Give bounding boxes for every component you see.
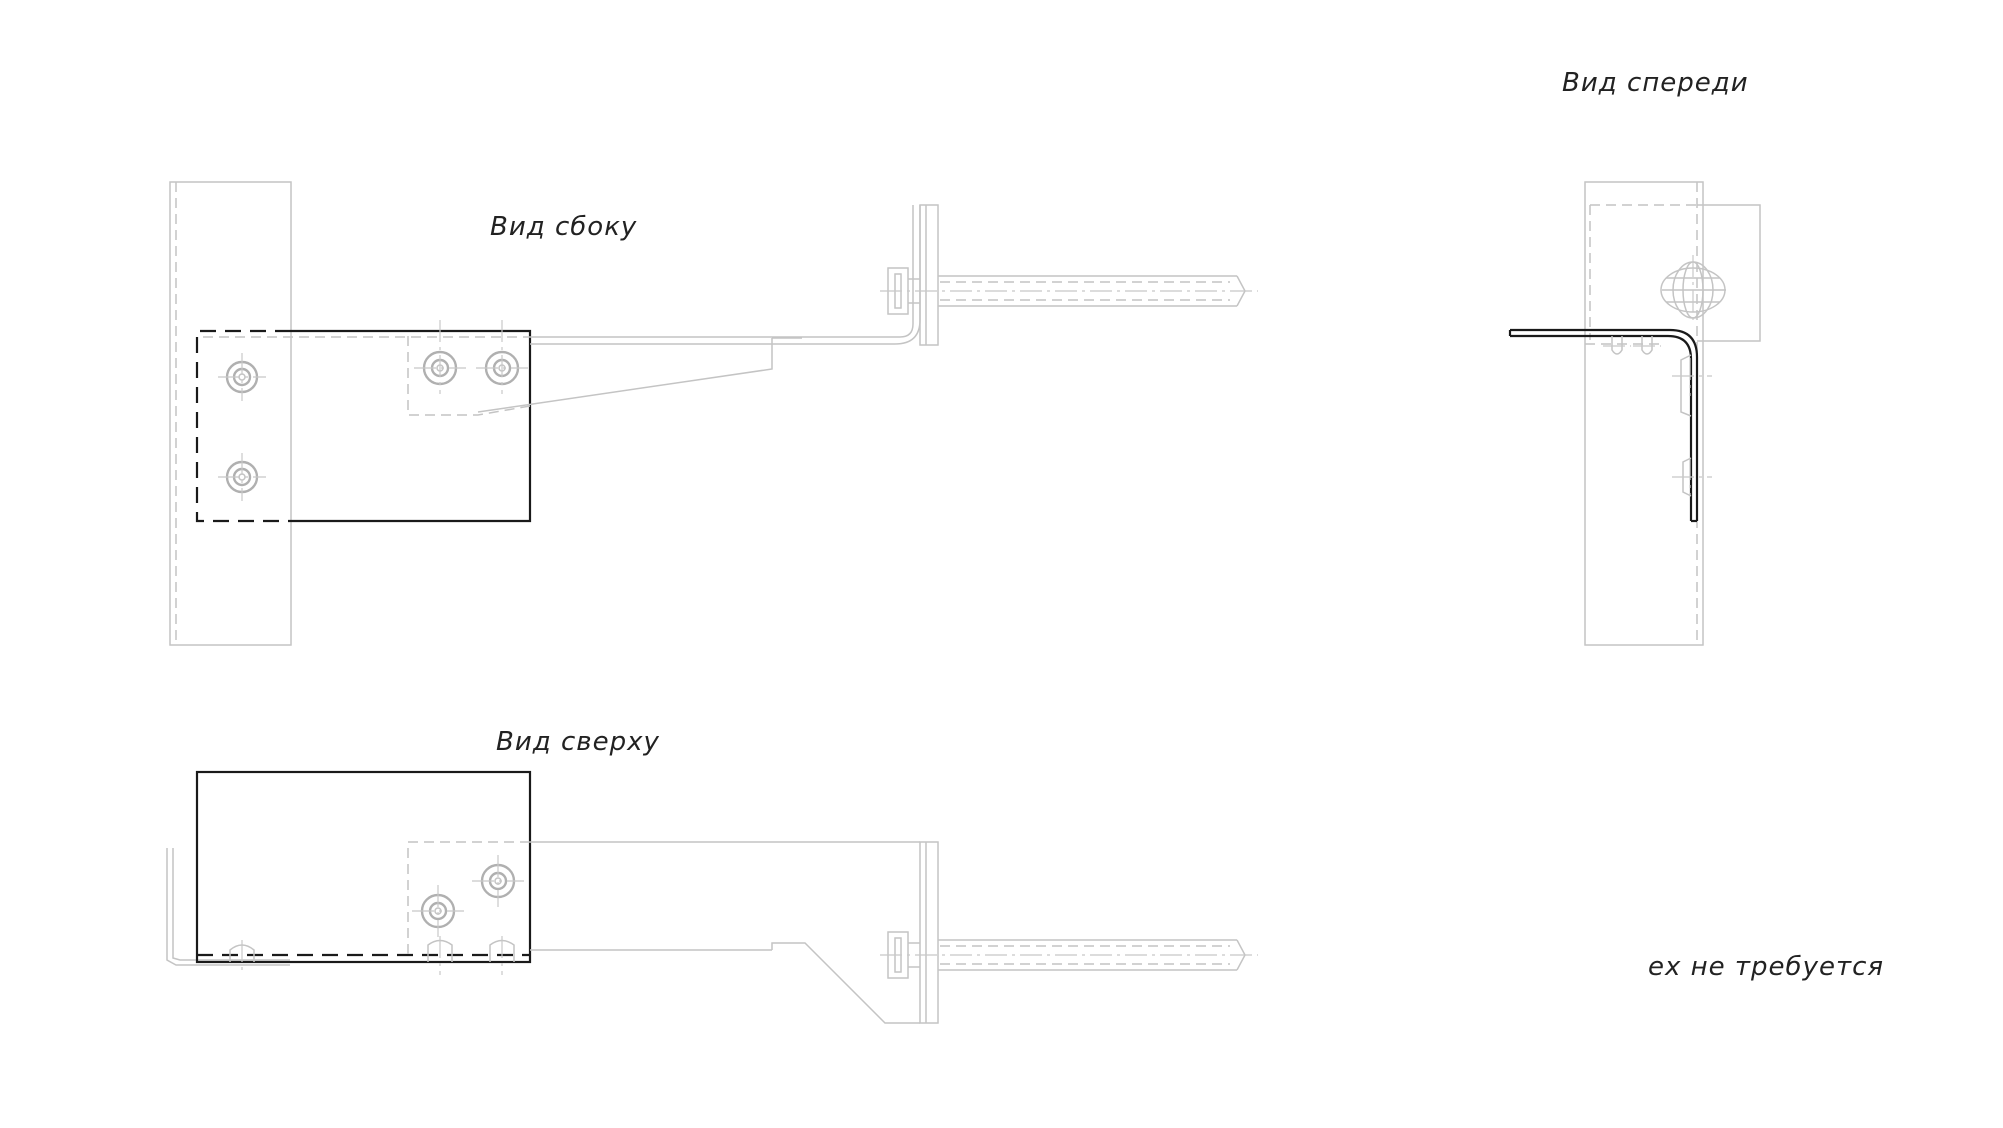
top-view-bolt-hole [412,885,464,937]
side-view-bracket-arm [477,204,939,413]
front-view-slot [1672,457,1712,497]
front-view [1508,181,1761,646]
front-view-title: Вид спереди [1562,68,1749,98]
side-view-bolt-hole [218,453,266,501]
top-view-title: Вид сверху [496,727,660,757]
top-view-anchor-bolt [880,931,1258,979]
top-view-main-plate [195,770,532,964]
side-view-post [169,181,292,646]
side-view-bolt-hole [218,353,266,401]
front-view-slot [1633,336,1661,355]
note-text: ех не требуется [1648,952,1885,982]
top-view-bracket [407,841,939,1024]
side-view-anchor-bolt [880,267,1258,315]
side-view-bolt-hole [476,320,528,394]
top-view-bolt-underside [229,936,515,975]
side-view-title: Вид сбоку [490,212,638,242]
front-view-hidden-plate [1589,204,1761,342]
side-view-bolt-hole [414,320,466,394]
side-view-main-plate [195,329,532,523]
side-view [169,181,1258,646]
top-view [166,770,1258,1024]
front-view-slot [1603,336,1631,355]
front-view-anchor-bolt [1660,255,1726,325]
side-view-hidden-bracket [407,336,531,416]
top-view-angle-profile [166,848,290,966]
top-view-bolt-hole [472,855,524,907]
front-view-slot [1672,354,1712,417]
front-view-angle-profile [1508,328,1699,523]
